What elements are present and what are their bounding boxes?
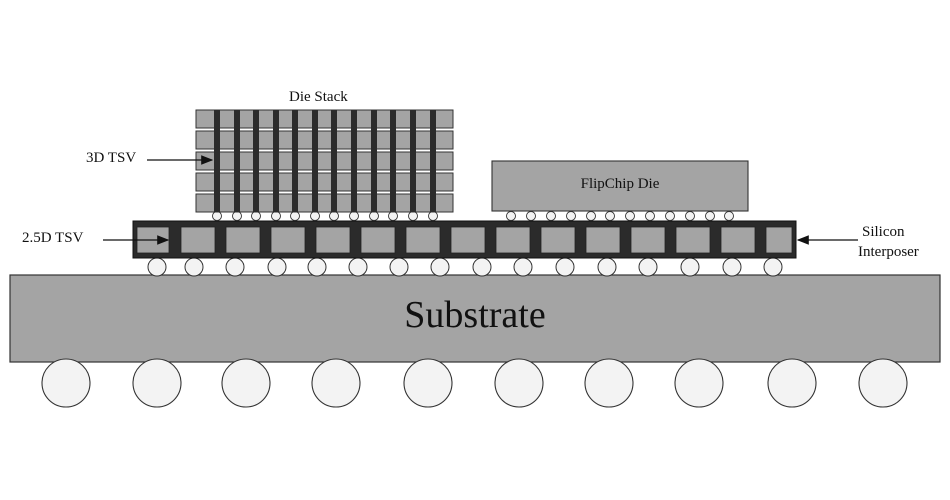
bga-ball xyxy=(41,358,91,408)
die-stack-microbumps xyxy=(212,211,438,221)
tsv-3d xyxy=(430,110,436,212)
bga-ball xyxy=(494,358,544,408)
interposer-pad xyxy=(585,226,621,254)
interposer-pad xyxy=(180,226,216,254)
interposer-pad xyxy=(405,226,441,254)
interposer-pad xyxy=(630,226,666,254)
die-layer xyxy=(195,151,454,171)
micro-bump xyxy=(705,211,715,221)
c4-bump xyxy=(184,257,204,277)
substrate xyxy=(9,274,941,363)
micro-bump xyxy=(232,211,242,221)
micro-bump xyxy=(566,211,576,221)
c4-bump xyxy=(597,257,617,277)
micro-bump xyxy=(271,211,281,221)
bga-ball xyxy=(674,358,724,408)
tsv-3d xyxy=(214,110,220,212)
c4-bump xyxy=(389,257,409,277)
die-layer xyxy=(195,130,454,150)
interposer-pad xyxy=(315,226,351,254)
c4-bump xyxy=(267,257,287,277)
micro-bump xyxy=(645,211,655,221)
c4-bump xyxy=(555,257,575,277)
micro-bump xyxy=(685,211,695,221)
substrate-label: Substrate xyxy=(404,294,546,336)
micro-bump xyxy=(665,211,675,221)
die-layer xyxy=(195,193,454,213)
interposer-pad xyxy=(765,226,793,254)
interposer-pad xyxy=(675,226,711,254)
interposer-pad xyxy=(270,226,306,254)
interposer-pad xyxy=(495,226,531,254)
micro-bump xyxy=(388,211,398,221)
tsv-3d xyxy=(331,110,337,212)
c4-bump xyxy=(307,257,327,277)
bga-ball xyxy=(221,358,271,408)
tsv-3d xyxy=(312,110,318,212)
flipchip-die-label: FlipChip Die xyxy=(580,176,660,192)
c4-bump xyxy=(472,257,492,277)
c4-bump xyxy=(680,257,700,277)
micro-bump xyxy=(428,211,438,221)
micro-bump xyxy=(526,211,536,221)
tsv-3d xyxy=(253,110,259,212)
micro-bump xyxy=(349,211,359,221)
micro-bump xyxy=(310,211,320,221)
bga-ball xyxy=(403,358,453,408)
die-layer xyxy=(195,172,454,192)
c4-bump xyxy=(147,257,167,277)
c4-bump xyxy=(763,257,783,277)
c4-bump xyxy=(722,257,742,277)
flipchip-microbumps xyxy=(506,211,734,221)
2-5d-tsv-label: 2.5D TSV xyxy=(22,230,84,246)
bga-ball xyxy=(767,358,817,408)
micro-bump xyxy=(290,211,300,221)
micro-bump xyxy=(586,211,596,221)
micro-bump xyxy=(212,211,222,221)
bga-balls xyxy=(41,358,908,408)
micro-bump xyxy=(625,211,635,221)
interposer-pad xyxy=(450,226,486,254)
c4-bump xyxy=(225,257,245,277)
silicon-interposer-label-line1: Silicon xyxy=(862,224,905,240)
flipchip-die xyxy=(491,160,749,212)
bga-ball xyxy=(584,358,634,408)
micro-bump xyxy=(251,211,261,221)
tsv-3d xyxy=(390,110,396,212)
bga-ball xyxy=(311,358,361,408)
micro-bump xyxy=(329,211,339,221)
c4-bump xyxy=(513,257,533,277)
silicon-interposer-label-line2: Interposer xyxy=(858,244,919,260)
tsv-3d xyxy=(410,110,416,212)
tsv-3d xyxy=(351,110,357,212)
die-stack-label: Die Stack xyxy=(289,89,348,105)
interposer-pad xyxy=(225,226,261,254)
interposer-pad xyxy=(540,226,576,254)
c4-bump xyxy=(638,257,658,277)
bga-ball xyxy=(132,358,182,408)
die-stack xyxy=(195,109,454,213)
die-layer xyxy=(195,109,454,129)
tsv-3d xyxy=(273,110,279,212)
c4-bump xyxy=(430,257,450,277)
tsv-3d xyxy=(371,110,377,212)
micro-bump xyxy=(724,211,734,221)
micro-bump xyxy=(506,211,516,221)
interposer-pads xyxy=(136,226,793,254)
micro-bump xyxy=(605,211,615,221)
tsv-3d-columns xyxy=(214,110,436,212)
interposer-pad xyxy=(360,226,396,254)
micro-bump xyxy=(546,211,556,221)
micro-bump xyxy=(408,211,418,221)
tsv-3d xyxy=(292,110,298,212)
3d-tsv-label: 3D TSV xyxy=(86,150,137,166)
micro-bump xyxy=(369,211,379,221)
interposer-pad xyxy=(720,226,756,254)
c4-bumps xyxy=(147,257,783,277)
tsv-3d xyxy=(234,110,240,212)
bga-ball xyxy=(858,358,908,408)
c4-bump xyxy=(348,257,368,277)
